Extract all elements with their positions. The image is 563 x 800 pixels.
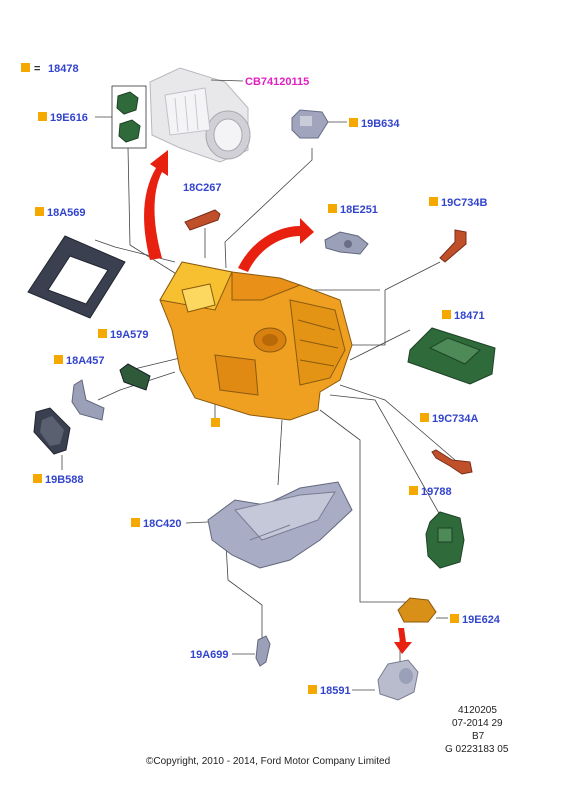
footer-line2: 07-2014 29 (452, 718, 503, 729)
part-18c267[interactable] (184, 209, 221, 231)
part-19788[interactable] (425, 511, 465, 569)
leader-lines (61, 147, 456, 665)
leader-to-right-parts (345, 290, 386, 346)
blower-housing-part[interactable] (149, 67, 251, 163)
marker-19b588-icon (33, 474, 42, 483)
marker-19b634-icon (349, 118, 358, 127)
leader-19c734b (384, 261, 441, 291)
label-19e624[interactable]: 19E624 (462, 614, 501, 626)
marker-19788-icon (409, 486, 418, 495)
marker-19e624-icon (450, 614, 459, 623)
leader-19e616 (127, 147, 179, 276)
label-cb74120115[interactable]: CB74120115 (245, 76, 309, 88)
part-19a579[interactable] (119, 363, 151, 391)
leader-19b634 (224, 148, 313, 269)
label-18a457[interactable]: 18A457 (66, 355, 105, 367)
marker-19a579-icon (98, 329, 107, 338)
label-19e616[interactable]: 19E616 (50, 112, 88, 124)
leader-18a457 (97, 371, 176, 401)
leader-18471 (349, 329, 411, 361)
red-arrows (144, 150, 412, 654)
marker-18471-icon (442, 310, 451, 319)
part-18e251[interactable] (324, 231, 369, 255)
part-19c734a[interactable] (431, 449, 473, 475)
leader-18c420 (277, 419, 283, 486)
label-18471[interactable]: 18471 (454, 310, 485, 322)
label-group-19e616: 19E616 (38, 112, 112, 124)
legend-code: 18478 (48, 63, 79, 75)
arrow-to-18e251-icon (238, 218, 314, 272)
part-18c420[interactable] (207, 481, 353, 569)
part-19b634[interactable] (291, 109, 329, 139)
part-19b588[interactable] (33, 407, 71, 455)
legend: = 18478 (21, 63, 79, 75)
part-18a457[interactable] (71, 379, 105, 421)
footer-line4: G 0223183 05 (445, 744, 509, 755)
label-19b588[interactable]: 19B588 (45, 474, 84, 486)
assembly-marker-icon (211, 418, 220, 427)
label-18a569[interactable]: 18A569 (47, 207, 86, 219)
marker-19e616-icon (38, 112, 47, 121)
leader-19a699 (224, 524, 263, 650)
leader-19a579 (129, 357, 181, 371)
legend-marker-icon (21, 63, 30, 72)
part-19e624[interactable] (397, 597, 437, 623)
label-18c267[interactable]: 18C267 (183, 182, 222, 194)
marker-18591-icon (308, 685, 317, 694)
label-18c420[interactable]: 18C420 (143, 518, 182, 530)
label-19a699[interactable]: 19A699 (190, 649, 229, 661)
label-19c734b[interactable]: 19C734B (441, 197, 488, 209)
legend-equals: = (34, 63, 40, 75)
leader-19e624 (319, 409, 410, 603)
part-18471[interactable] (407, 327, 496, 385)
leader-cb74120115 (210, 79, 244, 82)
part-19a699[interactable] (255, 635, 271, 667)
part-18a569[interactable] (27, 235, 126, 319)
leader-19c734a (339, 384, 456, 461)
marker-19c734b-icon (429, 197, 438, 206)
label-18e251[interactable]: 18E251 (340, 204, 378, 216)
heater-assembly-part[interactable] (159, 261, 353, 421)
marker-19c734a-icon (420, 413, 429, 422)
label-18591[interactable]: 18591 (320, 685, 351, 697)
label-19b634[interactable]: 19B634 (361, 118, 400, 130)
label-19a579[interactable]: 19A579 (110, 329, 149, 341)
label-19c734a[interactable]: 19C734A (432, 413, 479, 425)
copyright-text: ©Copyright, 2010 - 2014, Ford Motor Comp… (146, 756, 391, 767)
marker-18a457-icon (54, 355, 63, 364)
arrow-to-blower-icon (144, 150, 168, 260)
part-18591[interactable] (377, 659, 419, 701)
part-19e616[interactable] (111, 85, 147, 149)
footer-line1: 4120205 (458, 705, 497, 716)
leader-18c420-tag (185, 521, 209, 524)
label-19788[interactable]: 19788 (421, 486, 452, 498)
marker-18e251-icon (328, 204, 337, 213)
leader-19788 (329, 394, 441, 516)
marker-18a569-icon (35, 207, 44, 216)
footer-line3: B7 (472, 731, 485, 742)
part-19c734b[interactable] (439, 229, 467, 263)
arrow-to-18591-icon (394, 628, 412, 654)
marker-18c420-icon (131, 518, 140, 527)
